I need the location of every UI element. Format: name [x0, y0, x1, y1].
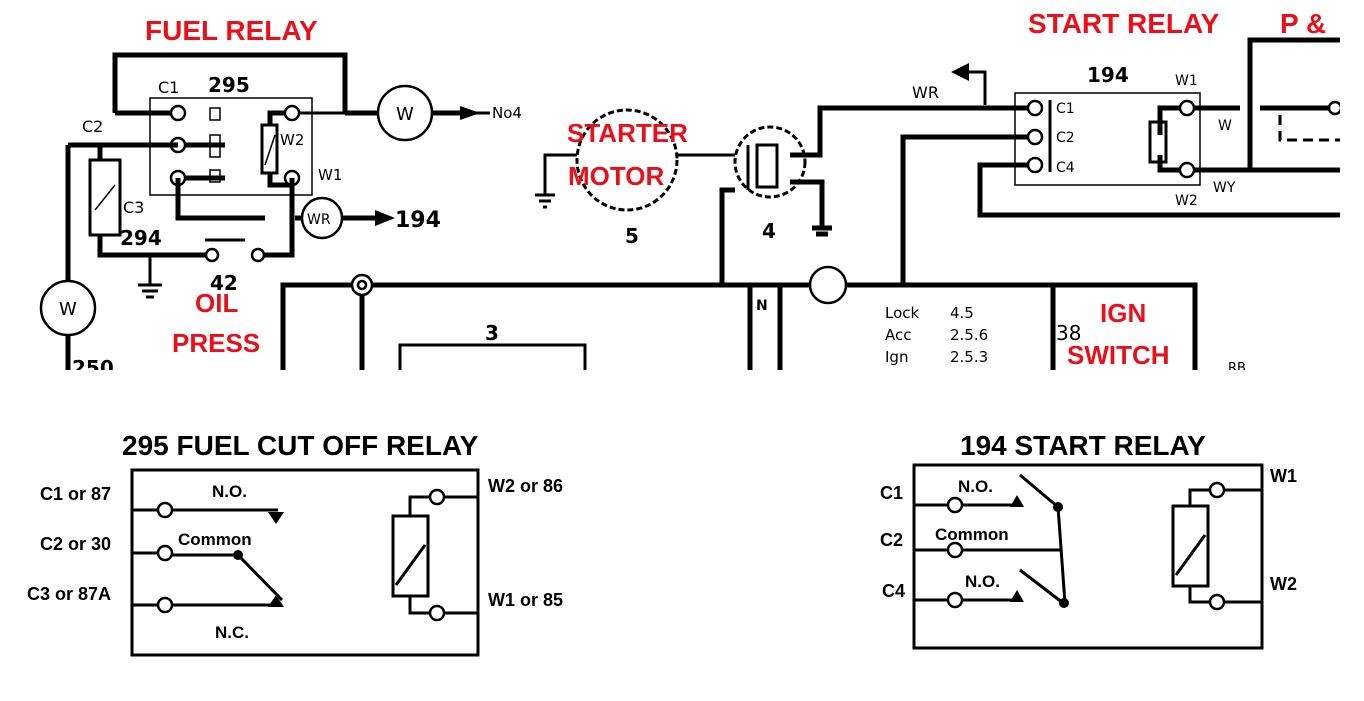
start-relay-box [1014, 92, 1201, 186]
fuel-cutoff-relay-diagram: 295 FUEL CUT OFF RELAY C1 or 87 C2 or 30… [27, 430, 563, 657]
sr-w1-label: W1 [1175, 73, 1198, 89]
svg-text:2.5.3: 2.5.3 [950, 348, 988, 366]
fuel-relay-title: FUEL RELAY [145, 15, 318, 46]
c3-label: C3 [123, 198, 144, 217]
solenoid-number: 4 [762, 219, 776, 243]
c2-label: C2 [880, 530, 903, 550]
sr-c2-label: C2 [1056, 130, 1075, 146]
fuel-cutoff-title: 295 FUEL CUT OFF RELAY [122, 430, 479, 461]
starter-label: STARTER [567, 118, 688, 148]
w1-label: W1 [318, 166, 342, 184]
nc-label: N.C. [215, 623, 249, 642]
p-and-label: P & [1280, 8, 1326, 39]
main-bus [280, 134, 1198, 370]
common-label: Common [935, 525, 1009, 544]
c3-label: C3 or 87A [27, 584, 111, 604]
sr-c1-label: C1 [1056, 101, 1075, 117]
ground-icon [138, 255, 162, 299]
to-194-label: 194 [395, 208, 441, 233]
w-connector [376, 84, 434, 142]
wr-label: WR [307, 212, 331, 228]
rb-label: RB [1228, 361, 1246, 376]
resistor-294 [88, 158, 122, 237]
resistor-label: 294 [120, 226, 162, 250]
w-lower-label: W [59, 299, 77, 320]
oil-label: OIL [195, 288, 238, 318]
schematic-excerpt: FUEL RELAY No4 W C1 295 C2 C3 W2 W1 WR 1… [39, 8, 1340, 380]
start-relay-title-lower: 194 START RELAY [960, 430, 1206, 461]
no-contact [268, 512, 284, 524]
common-label: Common [178, 530, 252, 549]
switch-table: Lock 4.5 Acc 2.5.6 Ign 2.5.3 [885, 304, 988, 366]
n-label: N [756, 298, 768, 314]
relay-coil [260, 123, 279, 175]
relay-box [130, 468, 480, 657]
press-label: PRESS [172, 328, 260, 358]
start-relay-diagram: 194 START RELAY C1 C2 C4 N.O. Common N.O… [880, 430, 1297, 650]
component-3-label: 3 [485, 321, 499, 345]
svg-text:4.5: 4.5 [950, 304, 974, 322]
svg-text:Ign: Ign [885, 348, 908, 366]
w2-label: W2 [1270, 574, 1297, 594]
no-bottom-label: N.O. [965, 572, 1000, 591]
w1-label: W1 [1270, 466, 1297, 486]
no-label: N.O. [212, 482, 247, 501]
relay-loop-wire [112, 52, 348, 113]
w2-label: W2 [280, 131, 304, 149]
no-top-label: N.O. [958, 477, 993, 496]
starter-motor [575, 108, 679, 212]
motor-label: MOTOR [568, 161, 665, 191]
wire-250-label: 250 [72, 356, 114, 380]
wires [115, 110, 465, 181]
nc-contact [268, 595, 284, 607]
sr-wy-label: WY [1213, 180, 1236, 196]
svg-text:2.5.6: 2.5.6 [950, 326, 988, 344]
svg-text:Lock: Lock [885, 304, 920, 322]
svg-text:Acc: Acc [885, 326, 912, 344]
w-connector-label: W [396, 104, 414, 125]
oil-switch-number: 42 [210, 271, 238, 295]
start-relay-coil [1148, 120, 1168, 164]
starter-number: 5 [625, 224, 639, 248]
ign-label: IGN [1100, 298, 1146, 328]
ign-number: 38 [1056, 321, 1081, 345]
relay-number: 295 [208, 73, 250, 97]
c1-label: C1 or 87 [40, 484, 111, 504]
no4-label: No4 [492, 104, 522, 122]
sr-c4-label: C4 [1056, 160, 1075, 176]
sr-w-label: W [1218, 118, 1232, 134]
c2-label: C2 or 30 [40, 534, 111, 554]
c4-label: C4 [882, 581, 905, 601]
w1-label: W1 or 85 [488, 590, 563, 610]
relay-box [912, 463, 1264, 650]
c2-label: C2 [82, 117, 103, 136]
w2-label: W2 or 86 [488, 476, 563, 496]
solenoid [733, 125, 807, 199]
c1-label: C1 [158, 78, 179, 97]
wr-wire-label: WR [912, 83, 939, 102]
switch-label: SWITCH [1067, 340, 1170, 370]
start-relay-title: START RELAY [1028, 8, 1220, 39]
start-relay-number: 194 [1087, 63, 1129, 87]
c1-label: C1 [880, 483, 903, 503]
sr-w2-label: W2 [1175, 193, 1198, 209]
w-connector-lower [39, 279, 97, 337]
